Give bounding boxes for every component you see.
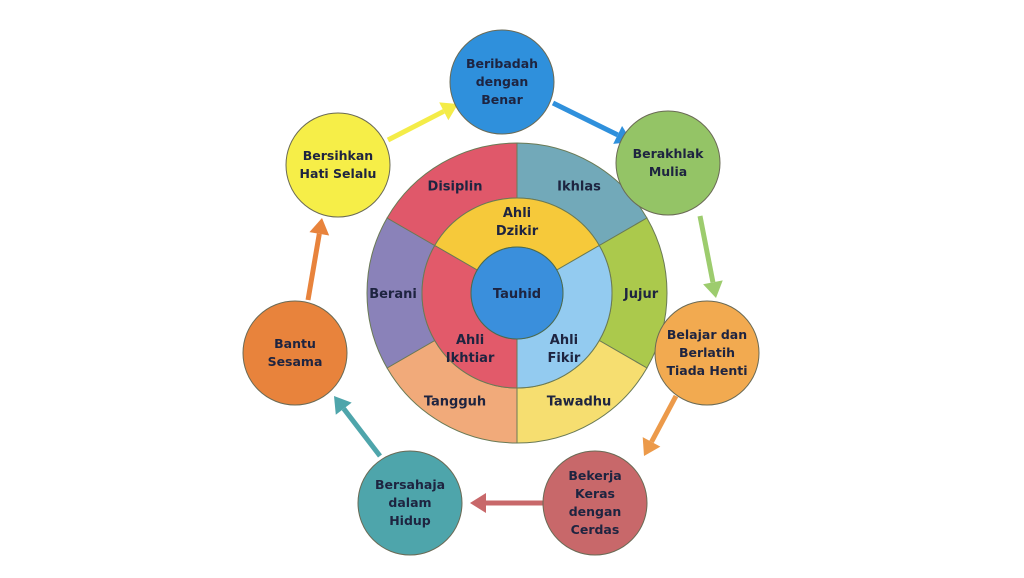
label-line: Tiada Henti [666,363,747,378]
outer-segment-tawadhu: Tawadhu [516,339,648,444]
arrow-head-icon [439,102,458,121]
label-line: Ahli [503,206,531,221]
arrow-head-icon [334,396,352,415]
label-line: Mulia [649,164,687,179]
label-line: Sesama [268,354,323,369]
label-line: Ahli [550,333,578,348]
label-line: dalam [388,495,431,510]
arrow [305,218,330,301]
outer-segment-label: Disiplin [428,180,483,195]
label-line: Keras [575,486,615,501]
values-wheel: IkhlasJujurTawadhuTangguhBeraniDisiplin … [366,142,668,444]
outer-segment-disiplin: Disiplin [386,142,518,247]
label-line: Bersahaja [375,477,445,492]
label-line: Ahli [456,333,484,348]
label-line: Bantu [274,336,316,351]
outer-segment-berani: Berani [366,217,436,369]
label-line: Fikir [547,351,580,366]
label-line: Dzikir [496,224,539,239]
arrow-head-icon [309,218,330,236]
arrow [386,102,458,143]
label-line: dengan [569,504,622,519]
outer-segment-label: Berani [369,287,417,302]
arrow [470,493,545,513]
label-line: Berlatih [679,345,735,360]
center-circle: Tauhid [470,246,564,340]
outer-segment-label: Tangguh [424,394,486,409]
outer-segment-label: Tawadhu [547,394,612,409]
arrow [697,215,723,298]
arrow-head-icon [703,280,723,298]
label-line: Cerdas [571,522,620,537]
arrow [551,100,632,144]
label-line: Beribadah [466,56,538,71]
cycle-arrows [305,100,723,513]
outer-segment-label: Ikhlas [557,180,601,195]
label-line: Belajar dan [667,327,747,342]
label-line: Hidup [389,513,431,528]
outer-segment-label: Jujur [623,287,659,302]
label-line: Ikhtiar [446,351,495,366]
label-line: Bersihkan [303,148,373,163]
label-line: dengan [476,74,529,89]
arrow [334,396,382,458]
center-label: Tauhid [493,287,541,302]
label-line: Hati Selalu [300,166,377,181]
arrow-head-icon [470,493,486,513]
label-line: Bekerja [568,468,621,483]
arrow [642,394,679,456]
label-line: Berakhlak [633,146,705,161]
arrow-head-icon [642,437,661,456]
label-line: Benar [481,92,523,107]
